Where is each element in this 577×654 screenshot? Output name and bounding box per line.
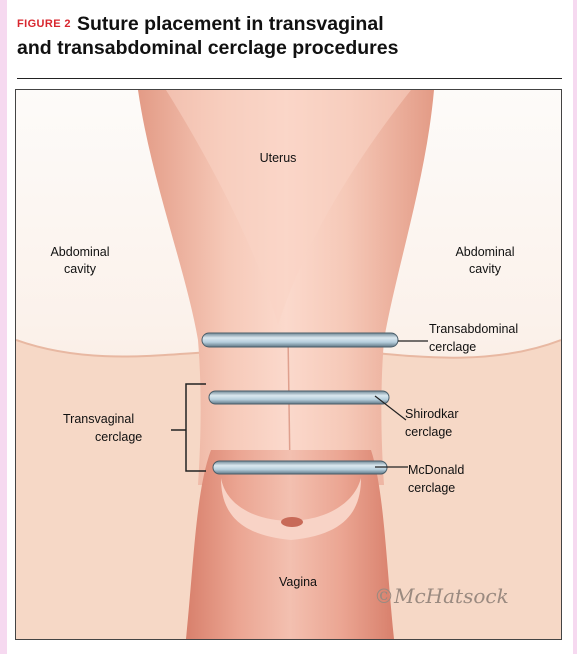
label-shirodkar-line1: Shirodkar [405, 407, 459, 421]
artist-signature: ©McHatsock [374, 584, 509, 608]
figure-title-line-2: and transabdominal cerclage procedures [17, 36, 557, 60]
label-transvaginal-line2: cerclage [95, 430, 142, 444]
label-vagina: Vagina [279, 575, 317, 589]
label-uterus: Uterus [260, 151, 297, 165]
page-edge-left [0, 0, 7, 654]
illustration-frame: Uterus Abdominal cavity Abdominal cavity… [15, 89, 562, 640]
page-edge-right [573, 0, 577, 654]
label-transabdominal-line1: Transabdominal [429, 322, 518, 336]
transabdominal-band [202, 333, 398, 347]
label-abdominal-left-line2: cavity [64, 262, 97, 276]
label-mcdonald-line2: cerclage [408, 481, 455, 495]
shirodkar-band [209, 391, 389, 404]
label-transabdominal-line2: cerclage [429, 340, 476, 354]
label-abdominal-left-line1: Abdominal [50, 245, 109, 259]
label-shirodkar-line2: cerclage [405, 425, 452, 439]
cerclage-illustration: Uterus Abdominal cavity Abdominal cavity… [16, 90, 561, 639]
figure-header: FIGURE 2 Suture placement in transvaginal… [17, 12, 557, 60]
label-transvaginal-line1: Transvaginal [63, 412, 134, 426]
figure-label: FIGURE 2 [17, 18, 71, 30]
external-os [281, 517, 303, 527]
title-divider [17, 78, 562, 79]
figure-title-line-1: Suture placement in transvaginal [77, 13, 384, 35]
mcdonald-band [213, 461, 387, 474]
label-abdominal-right-line1: Abdominal [455, 245, 514, 259]
label-mcdonald-line1: McDonald [408, 463, 464, 477]
vagina [186, 450, 394, 639]
label-abdominal-right-line2: cavity [469, 262, 502, 276]
